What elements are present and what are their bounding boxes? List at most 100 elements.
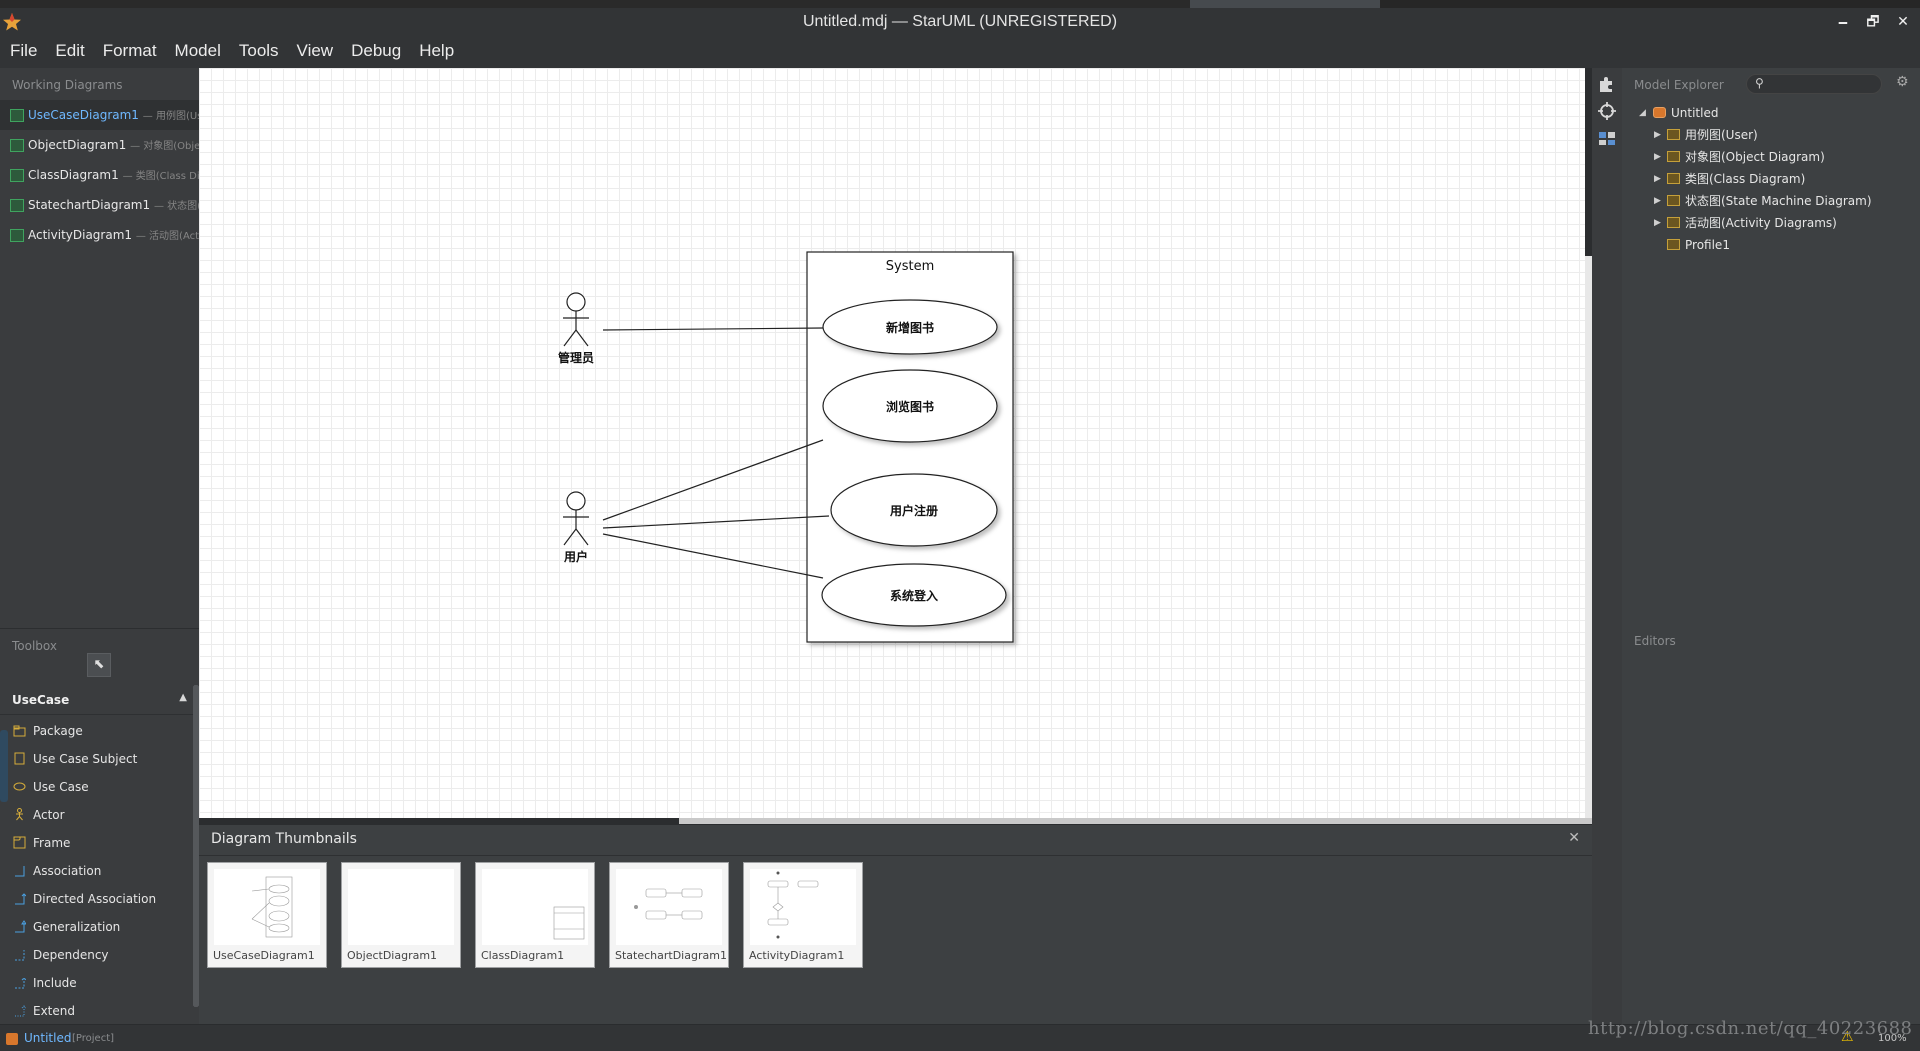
- actor-admin[interactable]: [563, 292, 589, 347]
- thumbnails-divider: [199, 855, 1592, 856]
- tree-item-label: Untitled: [1671, 106, 1719, 120]
- thumbnail-preview-statechart: [616, 869, 722, 945]
- thumbnail-card[interactable]: ActivityDiagram1: [743, 862, 863, 968]
- usecase-label: 新增图书: [886, 320, 934, 335]
- menu-format[interactable]: Format: [102, 41, 157, 60]
- canvas-horizontal-scrollbar-thumb[interactable]: [199, 818, 679, 824]
- model-explorer-title: Model Explorer: [1634, 78, 1724, 92]
- maximize-button[interactable]: 🗗: [1866, 14, 1880, 30]
- tree-collapsed-icon[interactable]: ▶: [1654, 174, 1661, 184]
- working-diagram-item[interactable]: ClassDiagram1 — 类图(Class Diagram): [0, 160, 199, 190]
- working-diagram-sub: — 状态图(State Machine Diagram): [153, 201, 199, 212]
- toolbox-item-frame[interactable]: Frame: [0, 829, 193, 857]
- canvas-horizontal-scrollbar[interactable]: [199, 818, 1592, 824]
- toolbox-item-use-case-subject[interactable]: Use Case Subject: [0, 745, 193, 773]
- usecase-ellipse[interactable]: [821, 563, 1007, 627]
- pointer-tool-button[interactable]: ⬉: [87, 653, 111, 677]
- association-line[interactable]: [602, 533, 824, 579]
- toolbox-list: Package Use Case Subject Use Case Actor …: [0, 717, 193, 1025]
- close-button[interactable]: ✕: [1897, 14, 1909, 30]
- status-project-name[interactable]: Untitled: [24, 1031, 72, 1045]
- state-machine-icon: [1667, 195, 1680, 206]
- tree-item[interactable]: ▶ 用例图(User): [1622, 124, 1920, 146]
- tree-item[interactable]: ▶ 状态图(State Machine Diagram): [1622, 190, 1920, 212]
- menu-help[interactable]: Help: [419, 41, 455, 60]
- gear-icon[interactable]: ⚙: [1896, 74, 1909, 90]
- working-diagram-sub: — 类图(Class Diagram): [122, 171, 199, 182]
- thumbnails-close-icon[interactable]: ✕: [1568, 830, 1580, 846]
- association-line[interactable]: [602, 327, 824, 331]
- thumbnail-card[interactable]: UseCaseDiagram1: [207, 862, 327, 968]
- toolbox-item-extend[interactable]: Extend: [0, 997, 193, 1025]
- thumbnail-label: ClassDiagram1: [481, 949, 565, 962]
- tree-item-label: Profile1: [1685, 238, 1730, 252]
- menu-view[interactable]: View: [296, 41, 334, 60]
- diagram-canvas[interactable]: System 管理员 用户: [199, 68, 1585, 820]
- toolbox-section-usecase[interactable]: UseCase ▲: [0, 685, 193, 715]
- toolbox-item-directed-association[interactable]: Directed Association: [0, 885, 193, 913]
- zoom-level[interactable]: 100%: [1878, 1033, 1907, 1044]
- thumbnail-card[interactable]: StatechartDiagram1: [609, 862, 729, 968]
- search-icon: ⚲: [1755, 76, 1764, 90]
- menu-file[interactable]: File: [10, 41, 38, 60]
- usecase-ellipse[interactable]: [822, 369, 998, 443]
- tree-item[interactable]: ▶ 活动图(Activity Diagrams): [1622, 212, 1920, 234]
- association-line[interactable]: [602, 439, 824, 521]
- model-explorer-search-input[interactable]: ⚲: [1746, 74, 1882, 94]
- working-diagram-item[interactable]: StatechartDiagram1 — 状态图(State Machine D…: [0, 190, 199, 220]
- watermark-text: http://blog.csdn.net/qq_40223688: [1588, 1018, 1913, 1039]
- toolbox-item-include[interactable]: Include: [0, 969, 193, 997]
- thumbnail-preview-usecase: [214, 869, 320, 945]
- toolbox-item-package[interactable]: Package: [0, 717, 193, 745]
- usecase-label: 用户注册: [889, 503, 938, 518]
- tree-expanded-icon[interactable]: ◢: [1639, 108, 1646, 118]
- thumbnails-title: Diagram Thumbnails: [211, 831, 357, 847]
- tree-item-root[interactable]: ◢ Untitled: [1622, 102, 1920, 124]
- toolbox-item-label: Use Case Subject: [33, 752, 138, 766]
- tree-item-label: 用例图(User): [1685, 128, 1758, 142]
- thumbnail-card[interactable]: ClassDiagram1: [475, 862, 595, 968]
- navigator-crosshair-icon[interactable]: [1597, 101, 1617, 121]
- frame-icon: [13, 836, 26, 849]
- toolbox-item-use-case[interactable]: Use Case: [0, 773, 193, 801]
- working-diagram-item[interactable]: UseCaseDiagram1 — 用例图(User): [0, 100, 199, 130]
- thumbnails-toggle-icon[interactable]: [1597, 128, 1617, 148]
- canvas-vertical-scrollbar-thumb[interactable]: [1585, 68, 1592, 256]
- tree-collapsed-icon[interactable]: ▶: [1654, 152, 1661, 162]
- tree-collapsed-icon[interactable]: ▶: [1654, 196, 1661, 206]
- minimize-button[interactable]: 🗕: [1838, 14, 1848, 30]
- tree-collapsed-icon[interactable]: ▶: [1654, 218, 1661, 228]
- working-diagram-sub: — 对象图(Object Diagram): [130, 141, 199, 152]
- tree-collapsed-icon[interactable]: ▶: [1654, 130, 1661, 140]
- toolbox-scrollbar-thumb[interactable]: [193, 685, 199, 1007]
- toolbox-item-actor[interactable]: Actor: [0, 801, 193, 829]
- warning-icon[interactable]: ⚠: [1841, 1029, 1854, 1045]
- toolbox-item-label: Package: [33, 724, 83, 738]
- canvas-vertical-scrollbar[interactable]: [1585, 68, 1592, 820]
- tree-item[interactable]: ▶ 类图(Class Diagram): [1622, 168, 1920, 190]
- tree-item[interactable]: Profile1: [1622, 234, 1920, 256]
- association-line[interactable]: [602, 515, 830, 529]
- toolbox-item-label: Directed Association: [33, 892, 157, 906]
- toolbox-item-generalization[interactable]: Generalization: [0, 913, 193, 941]
- toolbox-scrollbar[interactable]: [193, 685, 199, 1007]
- extension-puzzle-icon[interactable]: [1597, 74, 1617, 94]
- menu-model[interactable]: Model: [174, 41, 221, 60]
- working-diagram-item[interactable]: ActivityDiagram1 — 活动图(Activity Diagrams…: [0, 220, 199, 250]
- thumbnail-label: StatechartDiagram1: [615, 949, 727, 962]
- menu-edit[interactable]: Edit: [55, 41, 85, 60]
- usecase-ellipse[interactable]: [822, 299, 998, 355]
- actor-user[interactable]: [563, 491, 589, 546]
- menu-debug[interactable]: Debug: [351, 41, 402, 60]
- tree-item[interactable]: ▶ 对象图(Object Diagram): [1622, 146, 1920, 168]
- menu-tools[interactable]: Tools: [238, 41, 279, 60]
- thumbnail-card[interactable]: ObjectDiagram1: [341, 862, 461, 968]
- toolbox-item-association[interactable]: Association: [0, 857, 193, 885]
- model-folder-icon: [1667, 151, 1680, 162]
- usecase-ellipse[interactable]: [830, 473, 998, 547]
- toolbox-item-dependency[interactable]: Dependency: [0, 941, 193, 969]
- model-folder-icon: [1667, 129, 1680, 140]
- working-diagram-item[interactable]: ObjectDiagram1 — 对象图(Object Diagram): [0, 130, 199, 160]
- usecase-diagram: System 管理员 用户: [558, 251, 1014, 643]
